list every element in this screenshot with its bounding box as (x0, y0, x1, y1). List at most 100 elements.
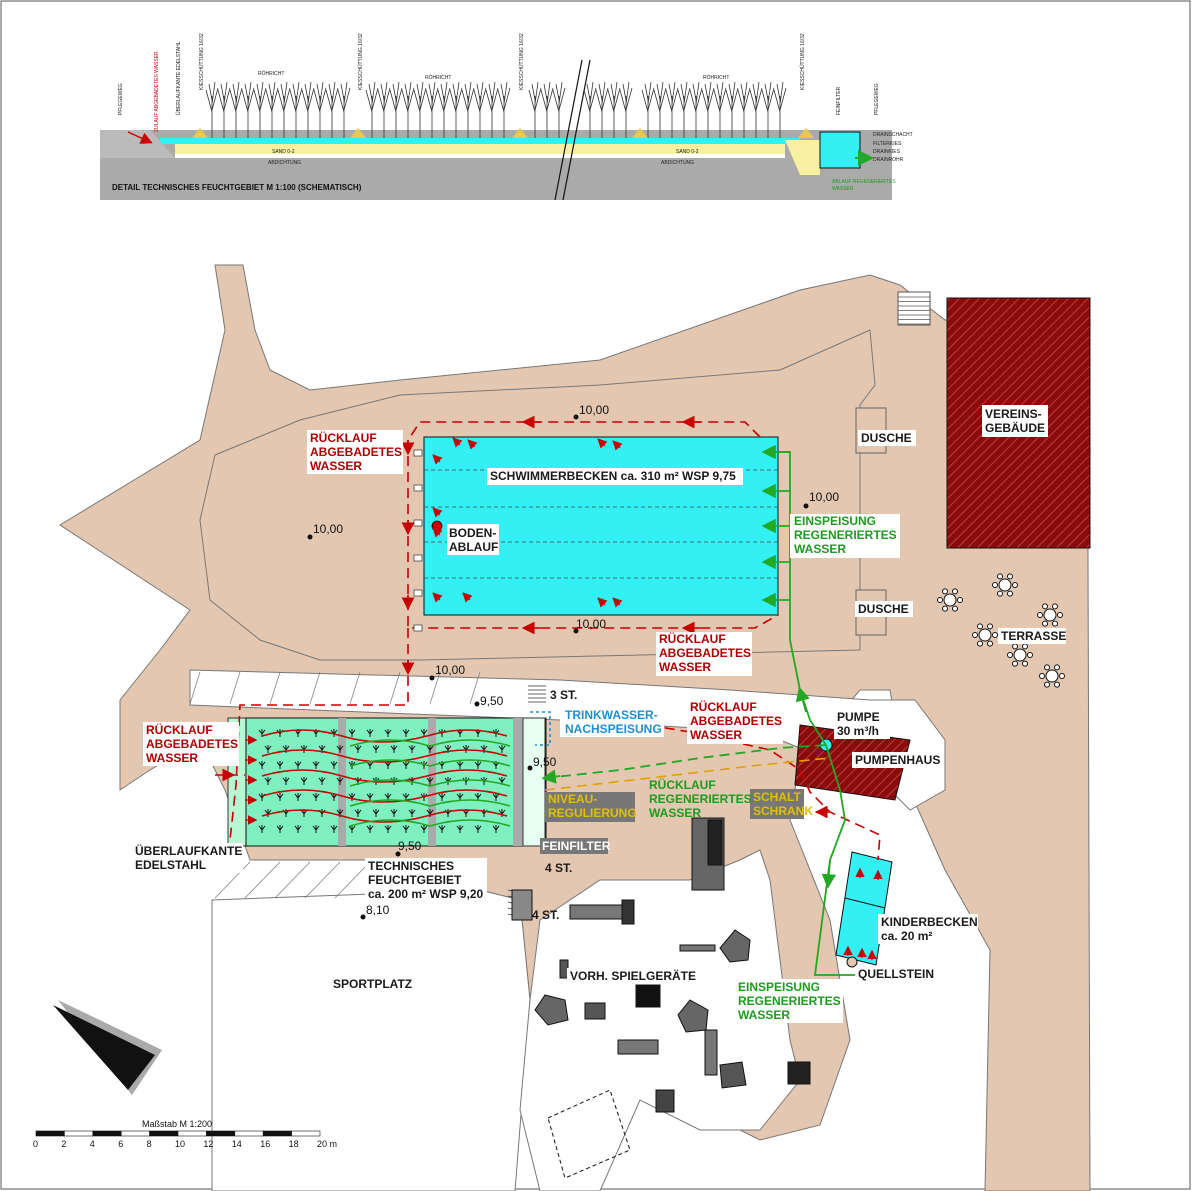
reed-plant (773, 81, 787, 138)
wetland-plant (336, 777, 344, 785)
wetland-green-flow (349, 779, 511, 787)
trinkwasser-1: TRINKWASSER- (565, 708, 658, 722)
scale-segment (234, 1130, 264, 1137)
scale-segment (120, 1130, 150, 1137)
section-slope-right (785, 140, 820, 175)
wetland-plant (474, 825, 482, 833)
bodenablauf-line1: BODEN- (449, 526, 496, 540)
section-zulauf: ZULAUF ABGEBADETES WASSER (154, 51, 160, 132)
reed-plant (253, 81, 267, 138)
reed-plant (217, 81, 231, 138)
pumpe-line2: 30 m³/h (837, 724, 879, 738)
ruecklauf-pool-bottom-2: ABGEBADETES (659, 646, 751, 660)
terrace-table (972, 623, 998, 647)
section-kies-2: KIESSCHÜTTUNG 16/32 (357, 33, 364, 90)
scale-segment (35, 1130, 65, 1137)
reed-plant (265, 81, 279, 138)
trinkwasser-2: NACHSPEISUNG (565, 722, 662, 736)
wetland-plant (264, 809, 272, 817)
einspeisung-pool-3: WASSER (794, 542, 846, 556)
label-backgrounds (133, 430, 1066, 1023)
terrace-table (1039, 664, 1065, 688)
ruecklauf-pool-3: WASSER (310, 459, 362, 473)
wetland-plant (276, 825, 284, 833)
gravel-heap (798, 128, 814, 138)
reed-plant (497, 81, 511, 138)
reed-plant (485, 81, 499, 138)
section-roehricht-3: RÖHRICHT (703, 74, 729, 81)
wetland-plant (294, 793, 302, 801)
scale-tick-label: 10 (175, 1139, 185, 1149)
scale-tick-label: 20 m (317, 1139, 337, 1149)
wetland-plant (402, 761, 410, 769)
terrace-table (937, 588, 963, 612)
dusche-bottom-label: DUSCHE (858, 602, 909, 616)
bodenablauf-line2: ABLAUF (449, 540, 498, 554)
wetland-divider-1 (338, 718, 346, 846)
wetland-plant (294, 825, 302, 833)
wetland-plant (408, 745, 416, 753)
rueck-reg-2: REGENERIERTES (649, 792, 752, 806)
scale-segment (206, 1130, 236, 1137)
reed-plant (301, 81, 315, 138)
section-drainrohr: DRAINROHR (873, 157, 904, 163)
kinder-2: ca. 20 m² (881, 929, 932, 943)
reed-plant (713, 81, 727, 138)
reed-plant (425, 81, 439, 138)
ruecklauf-pool-1: RÜCKLAUF (310, 430, 377, 445)
stairs-top (897, 291, 931, 326)
section-pflegeweg-right: PFLEGEWEG (874, 83, 880, 115)
wetland-plant (366, 729, 374, 737)
north-arrow-icon (53, 1000, 162, 1095)
wetland-plant (264, 777, 272, 785)
scale-tick-label: 12 (203, 1139, 213, 1149)
vereins-label-bg (982, 405, 1048, 437)
wetland-plant (366, 761, 374, 769)
reed-plant (325, 81, 339, 138)
scale-tick-label: 2 (61, 1139, 66, 1149)
wetland-plant (390, 809, 398, 817)
reed-plant (595, 81, 609, 138)
reed-plant (725, 81, 739, 138)
stufen-4a: 4 ST. (545, 861, 572, 875)
wetland-plant (384, 729, 392, 737)
tech-2: FEUCHTGEBIET (368, 873, 462, 887)
section-sand (175, 144, 785, 154)
reed-plant (401, 81, 415, 138)
reed-plant (528, 81, 542, 138)
einspeisung-kinder-2: REGENERIERTES (738, 994, 841, 1008)
section-ablauf-2: WASSER (832, 186, 854, 192)
wetland-red-flow (261, 789, 508, 803)
wetland-plant (276, 761, 284, 769)
pumpenhaus-label: PUMPENHAUS (855, 753, 940, 767)
stufen-4b: 4 ST. (532, 908, 559, 922)
section-title: DETAIL TECHNISCHES FEUCHTGEBIET M 1:100 … (112, 183, 362, 192)
reed-plant (229, 81, 243, 138)
ruecklauf-pool-bottom-3: WASSER (659, 660, 711, 674)
wetland-plant (438, 825, 446, 833)
section-water (160, 138, 800, 144)
terrace-table (1037, 603, 1063, 627)
reed-plant (641, 81, 655, 138)
niveau-1: NIVEAU- (548, 792, 597, 806)
section-feinfilter: FEINFILTER (836, 86, 842, 115)
schalt-1: SCHALT (753, 790, 801, 804)
pumpe-line1: PUMPE (837, 710, 880, 724)
level-control-line (544, 757, 831, 791)
feinfilter-strip (522, 717, 546, 847)
ruecklauf-pool-bottom-1: RÜCKLAUF (659, 631, 726, 646)
scale-segment (177, 1130, 207, 1137)
ruecklauf-pump-2: ABGEBADETES (690, 714, 782, 728)
gravel-heap (192, 128, 208, 138)
reed-plant (277, 81, 291, 138)
scale-tick-label: 4 (90, 1139, 95, 1149)
section-abdichtung-1: ABDICHTUNG (268, 160, 301, 166)
wetland-plant (492, 793, 500, 801)
wetland-plant (264, 745, 272, 753)
wetland-plant (336, 745, 344, 753)
bodenablauf-icon (431, 520, 443, 532)
reed-plant (337, 81, 351, 138)
wetland-plant (438, 793, 446, 801)
wetland-plant (408, 809, 416, 817)
elevation-points (307, 414, 809, 920)
